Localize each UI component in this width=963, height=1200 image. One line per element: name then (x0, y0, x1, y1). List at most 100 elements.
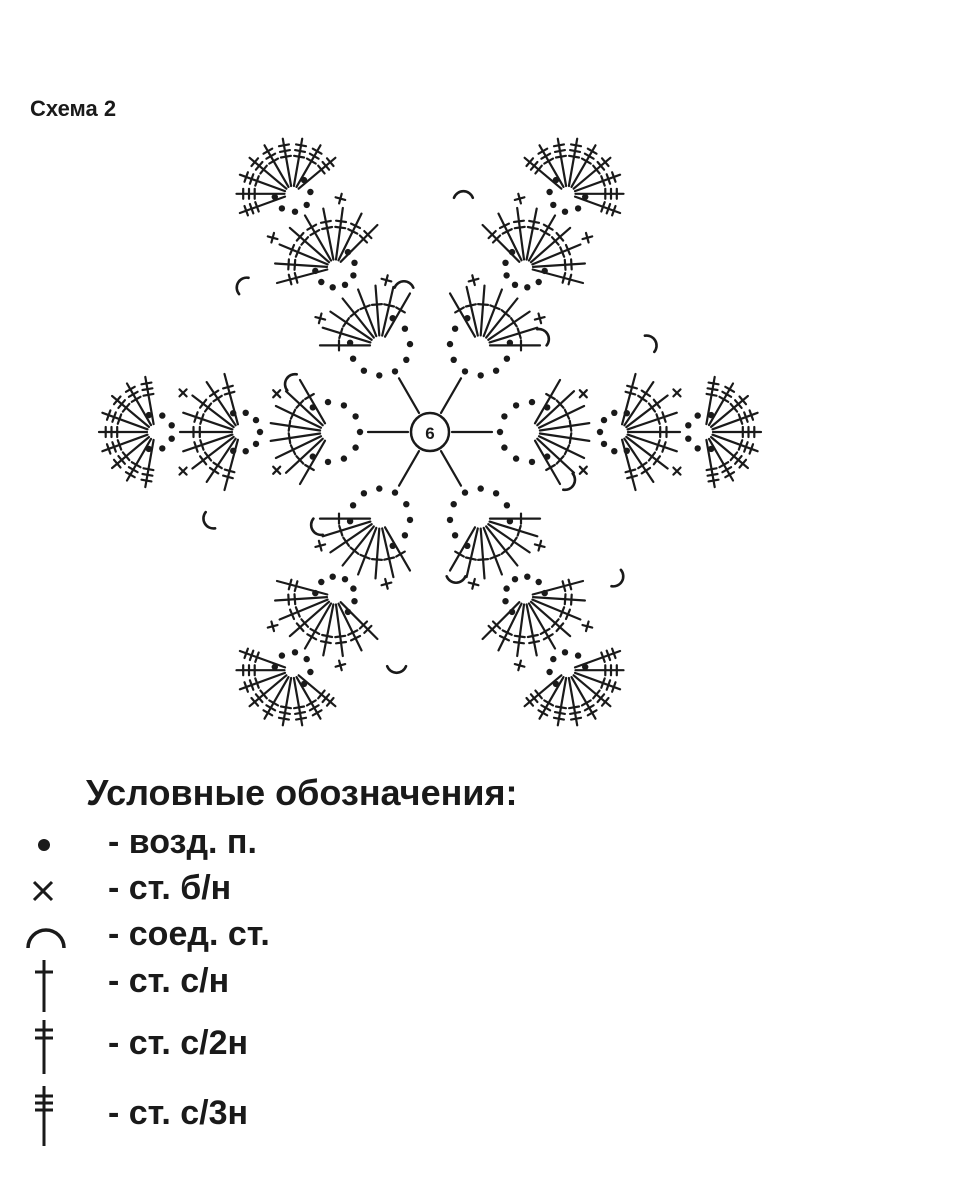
chain-dot (574, 652, 582, 659)
chain-dot (694, 412, 701, 419)
stitch-crossbar (561, 271, 567, 284)
stitch-crossbar (707, 381, 720, 386)
stitch-crossbar (308, 152, 320, 160)
stitch-crossbar (733, 455, 743, 465)
stitch-crossbar (342, 317, 350, 328)
stitch-post (479, 284, 486, 337)
stitch-post (573, 195, 622, 215)
stitch-crossbar (127, 390, 139, 398)
stitch-crossbar (300, 618, 310, 628)
stitch-post (488, 520, 539, 538)
stitch-crossbar (528, 640, 541, 645)
stitch-post (488, 326, 539, 344)
chain-dot (461, 489, 469, 496)
stitch-post (238, 649, 287, 669)
chain-dot (512, 455, 520, 462)
stitch-crossbar (140, 381, 153, 386)
chain-dot (450, 356, 457, 363)
stitch-crossbar (537, 147, 549, 155)
chain-dot (329, 284, 336, 291)
stitch-crossbar (540, 152, 552, 160)
stitch-post (529, 600, 572, 638)
stitch-crossbar (553, 710, 567, 716)
sc-cross (578, 389, 588, 399)
stitch-post (337, 212, 363, 262)
stitch-crossbar (293, 705, 306, 710)
chain-dot (403, 501, 410, 508)
stitch-crossbar (347, 228, 359, 235)
tr-icon (35, 1020, 53, 1074)
chain-dot (477, 485, 484, 492)
stitch-crossbar (335, 219, 348, 224)
sc-cross (578, 465, 588, 475)
stitch-crossbar (718, 461, 730, 469)
stitch-post (144, 438, 155, 489)
stitch-crossbar (248, 202, 255, 215)
stitch-post (297, 674, 337, 708)
stitch-crossbar (510, 536, 518, 547)
stitch-post (497, 602, 523, 652)
chain-dot (303, 201, 310, 209)
sc-cross (314, 316, 327, 321)
stitch-crossbar (193, 441, 199, 453)
stitch-crossbar (338, 327, 344, 340)
legend-label-chain: - возд. п. (108, 823, 257, 861)
stitch-crossbar (569, 143, 583, 148)
stitch-post (537, 404, 586, 429)
stitch-crossbar (489, 304, 501, 311)
stitch-crossbar (335, 640, 348, 645)
stitch-crossbar (491, 620, 502, 630)
stitch-crossbar (254, 160, 264, 171)
arc-icon (26, 928, 66, 949)
stitch-post (567, 676, 579, 727)
stitch-crossbar (199, 439, 205, 451)
stitch-crossbar (254, 677, 260, 689)
chain-dot (546, 668, 553, 676)
legend-label-dc: - ст. с/н (108, 962, 230, 1000)
stitch-crossbar (559, 246, 566, 258)
stitch-post (481, 601, 521, 641)
stitch-crossbar (308, 704, 320, 712)
stitch-crossbar (705, 467, 718, 472)
chain-dot (451, 532, 459, 539)
stitch-crossbar (277, 716, 290, 721)
stitch-post (448, 292, 477, 338)
stitch-post (281, 676, 293, 727)
stitch-crossbar (287, 419, 292, 432)
stitch-crossbar (721, 466, 733, 474)
stitch-post (182, 433, 234, 453)
stitch-crossbar (293, 258, 297, 271)
stitch-crossbar (721, 390, 733, 398)
stitch-crossbar (359, 304, 371, 311)
stitch-post (620, 438, 637, 492)
stitch-crossbar (130, 395, 142, 403)
stitch-post (523, 674, 563, 708)
stitch-post (525, 207, 538, 261)
stitch-post (110, 436, 150, 470)
sc-cross (384, 577, 389, 590)
chain-dot (340, 455, 348, 462)
stitch-crossbar (208, 466, 220, 475)
stitch-post (337, 602, 363, 652)
stitch-post (281, 137, 293, 188)
stitch-crossbar (464, 303, 477, 308)
chain-dot (252, 416, 260, 424)
sc-cross (517, 192, 523, 205)
stitch-crossbar (305, 157, 317, 165)
chain-dot (360, 490, 368, 497)
stitch-crossbar (526, 225, 539, 231)
stitch-post (295, 675, 322, 720)
slip-stitch-arc (309, 517, 325, 537)
stitch-post (572, 156, 612, 190)
stitch-post (482, 288, 503, 338)
stitch-crossbar (278, 149, 291, 153)
stitch-crossbar (537, 709, 549, 717)
stitch-crossbar (569, 716, 583, 721)
stitch-crossbar (321, 693, 331, 704)
stitch-crossbar (596, 160, 606, 171)
stitch-crossbar (626, 384, 639, 390)
chain-dot (242, 448, 249, 455)
stitch-post (321, 326, 372, 344)
stitch-crossbar (718, 395, 730, 403)
stitch-post (570, 675, 597, 720)
